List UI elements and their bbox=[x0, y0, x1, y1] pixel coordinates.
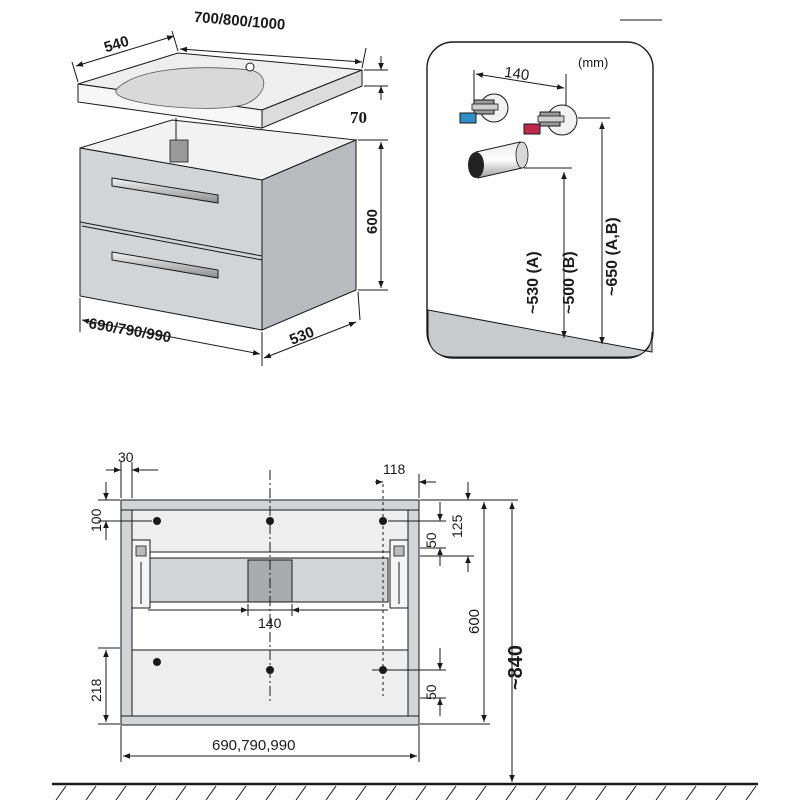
front-cabinet-width-label: 690,790,990 bbox=[212, 737, 295, 754]
height-a-label: ~530 (A) bbox=[525, 251, 542, 314]
floor-hatch-line bbox=[235, 785, 247, 800]
floor-hatch-line bbox=[295, 785, 307, 800]
mount-hole bbox=[153, 658, 161, 666]
floor-hatch-line bbox=[115, 785, 127, 800]
cabinet-side bbox=[261, 139, 357, 331]
small-offset-top-label: 50 bbox=[423, 532, 439, 548]
cold-water-valve bbox=[459, 93, 509, 124]
mount-hole bbox=[266, 666, 274, 674]
top-hole-height-label: 100 bbox=[88, 508, 104, 532]
cabinet-height-label: 600 bbox=[364, 209, 381, 234]
floor-hatch-line bbox=[205, 785, 217, 800]
top-offset-label: 125 bbox=[449, 514, 465, 538]
cabinet-left-panel bbox=[120, 499, 133, 725]
height-b-label: ~500 (B) bbox=[561, 251, 578, 314]
plumbing-detail-panel: (mm) 140 ~530 (A) bbox=[426, 19, 662, 359]
floor-hatch-line bbox=[355, 785, 367, 800]
front-cabinet-height-label: 600 bbox=[466, 609, 483, 634]
wall-floor bbox=[427, 309, 653, 358]
right-hole-offset-label: 118 bbox=[383, 461, 406, 477]
faucet-hole bbox=[245, 62, 255, 72]
floor-hatch-line bbox=[325, 785, 337, 800]
front-elevation-view: 30 118 100 50 125 140 600 bbox=[52, 449, 758, 800]
floor-hatch-line bbox=[475, 785, 487, 800]
floor-hatch-line bbox=[145, 785, 157, 800]
mount-hole bbox=[379, 517, 387, 525]
floor-hatch-line bbox=[505, 785, 517, 800]
valve-spacing-label: 140 bbox=[503, 64, 530, 84]
plumbing-panel-frame bbox=[426, 41, 654, 359]
mount-hole bbox=[266, 517, 274, 525]
floor-hatch-line bbox=[535, 785, 547, 800]
hot-water-valve bbox=[523, 104, 578, 136]
vanity-isometric-view: 540 700/800/1000 70 600 690/790/990 530 bbox=[71, 9, 388, 366]
small-offset-bottom-label: 50 bbox=[423, 684, 439, 700]
floor-hatch-line bbox=[715, 785, 727, 800]
mount-hole bbox=[153, 517, 161, 525]
floor-hatch-line bbox=[415, 785, 427, 800]
drawer-divider bbox=[79, 221, 263, 257]
sink-width-label: 700/800/1000 bbox=[193, 9, 286, 34]
sink-height-label: 70 bbox=[350, 108, 367, 127]
floor-hatch-line bbox=[595, 785, 607, 800]
total-height-label: ~840 bbox=[505, 645, 527, 690]
floor-hatching bbox=[55, 785, 757, 800]
floor-hatch-line bbox=[625, 785, 637, 800]
height-ab-label: ~650 (A,B) bbox=[604, 217, 621, 296]
sink-side-edge bbox=[261, 69, 363, 129]
floor-hatch-line bbox=[55, 785, 67, 800]
floor-hatch-line bbox=[175, 785, 187, 800]
sink-basin bbox=[115, 67, 265, 109]
cabinet-depth-label: 530 bbox=[287, 324, 317, 349]
drain-pipe bbox=[468, 141, 529, 179]
cabinet-width-label: 690/790/990 bbox=[87, 315, 172, 346]
floor-hatch-line bbox=[265, 785, 277, 800]
upper-drawer-handle bbox=[111, 177, 219, 204]
cabinet-bottom-rail bbox=[120, 715, 420, 726]
lower-drawer-handle bbox=[111, 251, 219, 279]
cabinet-right-panel bbox=[407, 499, 420, 725]
floor-hatch-line bbox=[685, 785, 697, 800]
floor-hatch-line bbox=[565, 785, 577, 800]
floor-hatch-line bbox=[745, 785, 757, 800]
side-offset-label: 30 bbox=[118, 449, 134, 465]
floor-hatch-line bbox=[385, 785, 397, 800]
floor-hatch-line bbox=[445, 785, 457, 800]
siphon bbox=[169, 139, 189, 163]
sink-depth-label: 540 bbox=[102, 33, 131, 57]
floor-hatch-line bbox=[655, 785, 667, 800]
center-gap-label: 140 bbox=[258, 615, 282, 631]
lower-hole-height-label: 218 bbox=[88, 678, 104, 702]
unit-label: (mm) bbox=[578, 55, 608, 70]
floor-hatch-line bbox=[85, 785, 97, 800]
